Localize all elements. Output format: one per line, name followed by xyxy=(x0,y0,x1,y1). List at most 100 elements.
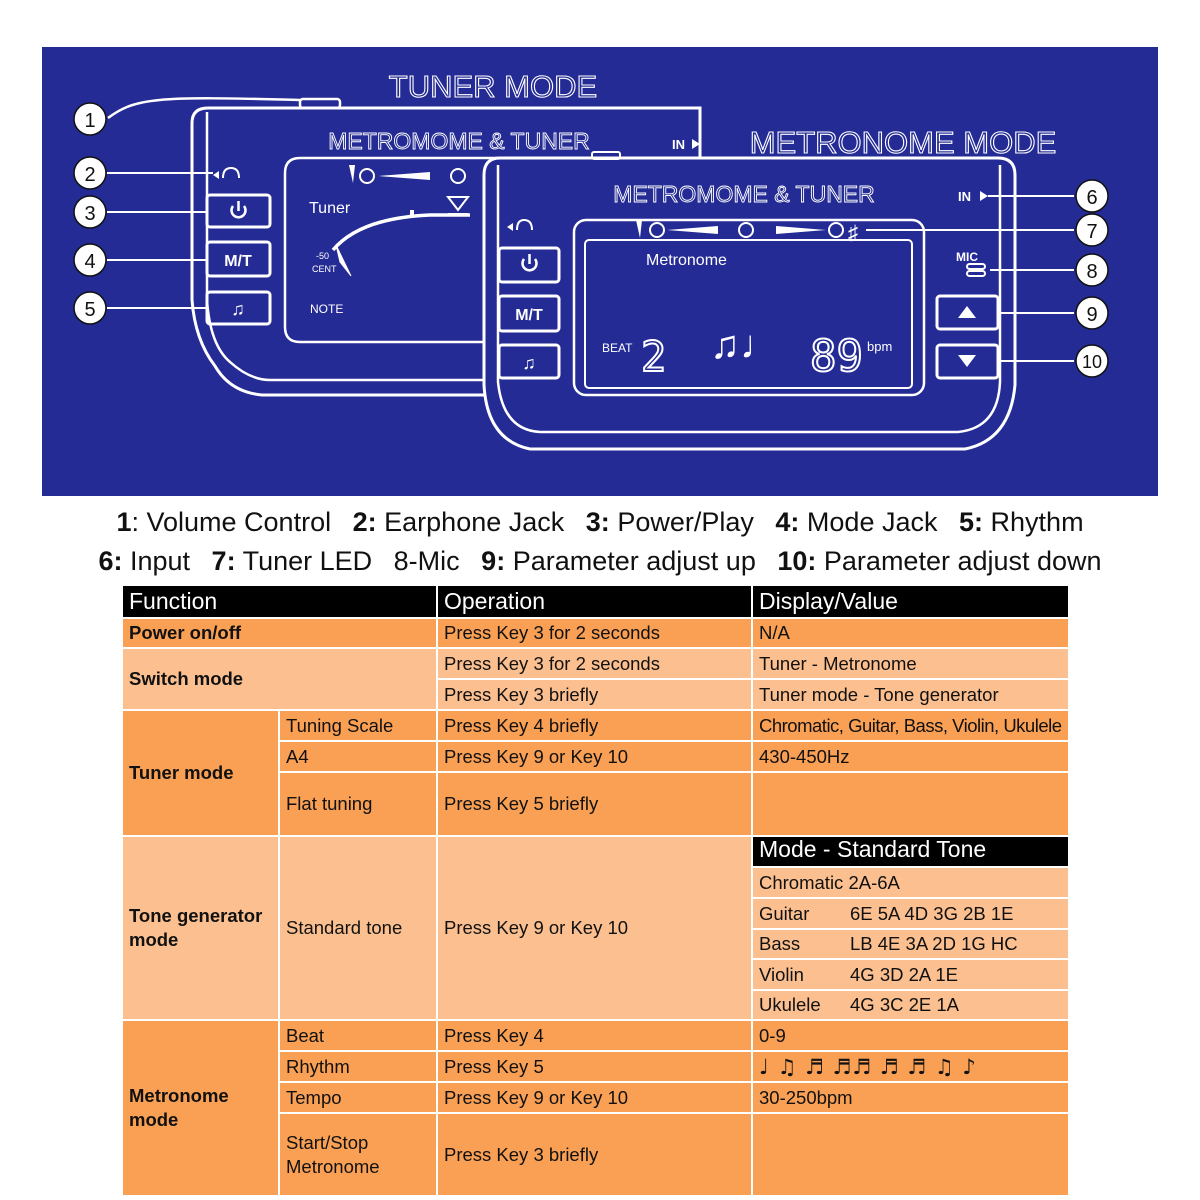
metronome-mode-button-label: M/T xyxy=(515,307,543,324)
tuner-operation-2: Press Key 9 or Key 10 xyxy=(438,742,753,773)
metronome-device-inner-edge xyxy=(496,165,1002,434)
tuner-device: METROMOME & TUNER IN M/T ♫ Tuner -50 xyxy=(107,97,702,397)
tempo-unit: bpm xyxy=(867,339,892,354)
switch-value-1: Tuner - Metronome xyxy=(753,649,1070,680)
metronome-volume-wheel xyxy=(591,151,621,160)
power-operation: Press Key 3 for 2 seconds xyxy=(438,619,753,649)
header-function: Function xyxy=(123,586,438,619)
metronome-power-button[interactable] xyxy=(497,246,561,284)
metronome-brand-label: METROMOME & TUNER xyxy=(613,181,875,207)
tone-subheader: Mode - Standard Tone xyxy=(753,837,1068,866)
tuner-note-label: NOTE xyxy=(310,302,343,316)
metronome-input-arrow xyxy=(980,191,988,201)
volume-leader-line xyxy=(107,97,301,120)
metronome-param-2: Rhythm xyxy=(280,1052,438,1083)
legend-item: 10: Parameter adjust down xyxy=(777,546,1102,576)
callout-3: 3 xyxy=(73,195,107,229)
tuner-device-inner-edge xyxy=(205,112,700,382)
tuner-operation-3: Press Key 5 briefly xyxy=(438,773,753,837)
tone-row-chromatic: Chromatic 2A-6A xyxy=(753,868,1070,899)
legend-item: 8-Mic xyxy=(393,546,460,576)
metronome-earphone-icon xyxy=(507,218,533,231)
callout-5-number: 5 xyxy=(84,299,95,321)
metronome-param-4: Start/Stop Metronome xyxy=(280,1114,438,1197)
tuner-param-1: Tuning Scale xyxy=(280,711,438,742)
tuner-value-1: Chromatic, Guitar, Bass, Violin, Ukulele xyxy=(753,711,1070,742)
tuner-power-icon xyxy=(230,201,247,219)
header-display-value: Display/Value xyxy=(753,586,1070,619)
tuner-screen xyxy=(283,156,702,344)
callout-3-number: 3 xyxy=(84,203,95,225)
beat-value: 2 xyxy=(641,332,666,381)
callouts xyxy=(107,172,1074,362)
legend-line-1: 1: Volume Control 2: Earphone Jack 3: Po… xyxy=(0,507,1200,538)
tuner-scale-tick xyxy=(410,210,414,217)
tuner-rhythm-icon: ♫ xyxy=(231,299,245,319)
switch-function: Switch mode xyxy=(123,649,438,711)
tuner-led-strip xyxy=(349,165,466,184)
metronome-operation-1: Press Key 4 xyxy=(438,1021,753,1052)
tuner-input-arrow xyxy=(692,139,700,149)
tone-operation: Press Key 9 or Key 10 xyxy=(438,837,753,1021)
metronome-screen-label: Metronome xyxy=(646,252,727,269)
metronome-lcd xyxy=(584,239,913,389)
metronome-value-1: 0-9 xyxy=(753,1021,1070,1052)
metronome-param-1: Beat xyxy=(280,1021,438,1052)
down-arrow-icon xyxy=(958,355,976,367)
tuner-value-3 xyxy=(753,773,1070,837)
metronome-value-2-rhythm-icons: ♩ ♫ ♬ ♬♬ ♬ ♬ ♫ ♪ xyxy=(753,1052,1070,1083)
sharp-icon: ♯ xyxy=(848,222,858,244)
callout-10: 10 xyxy=(1075,344,1109,378)
legend-item: 9: Parameter adjust up xyxy=(481,546,756,576)
legend-item: 2: Earphone Jack xyxy=(352,507,565,537)
tone-function: Tone generator mode xyxy=(123,837,280,1021)
up-arrow-icon xyxy=(958,306,976,318)
metronome-led-strip xyxy=(636,220,844,238)
callout-7: 7 xyxy=(1075,213,1109,247)
metronome-operation-2: Press Key 5 xyxy=(438,1052,753,1083)
mic-label: MIC xyxy=(956,250,978,264)
function-table: Function Operation Display/Value Power o… xyxy=(123,586,1070,1197)
metronome-operation-4: Press Key 3 briefly xyxy=(438,1114,753,1197)
legend-item: 4: Mode Jack xyxy=(775,507,938,537)
metronome-value-4 xyxy=(753,1114,1070,1197)
metronome-mode-title: METRONOME MODE xyxy=(750,125,1057,160)
callout-4: 4 xyxy=(73,243,107,277)
metronome-device: METROMOME & TUNER IN M/T ♫ ♯ Metronome B… xyxy=(482,151,1017,451)
metronome-input-label: IN xyxy=(958,189,971,204)
tuner-mode-button-label: M/T xyxy=(224,253,252,270)
header-operation: Operation xyxy=(438,586,753,619)
tuner-cent-value: -50 xyxy=(316,251,329,261)
callout-8-number: 8 xyxy=(1086,261,1097,283)
tone-param: Standard tone xyxy=(280,837,438,1021)
metronome-function: Metronome mode xyxy=(123,1021,280,1197)
metronome-value-3: 30-250bpm xyxy=(753,1083,1070,1114)
tuner-needle-marker xyxy=(445,196,471,212)
callout-5: 5 xyxy=(73,291,107,325)
legend-item: 7: Tuner LED xyxy=(211,546,373,576)
callout-6-number: 6 xyxy=(1086,187,1097,209)
callout-4-number: 4 xyxy=(84,251,95,273)
switch-operation-2: Press Key 3 briefly xyxy=(438,680,753,711)
metronome-rhythm-icon: ♫ xyxy=(522,353,536,373)
metronome-mode-button[interactable] xyxy=(497,294,561,333)
callout-2-number: 2 xyxy=(84,164,95,186)
tuner-param-3: Flat tuning xyxy=(280,773,438,837)
callout-7-number: 7 xyxy=(1086,221,1097,243)
metronome-param-3: Tempo xyxy=(280,1083,438,1114)
callout-6: 6 xyxy=(1075,179,1109,213)
callout-9-number: 9 xyxy=(1086,304,1097,326)
mic-icon xyxy=(966,263,986,277)
legend-item: 5: Rhythm xyxy=(959,507,1084,537)
callout-1: 1 xyxy=(73,102,107,136)
metronome-rhythm-button[interactable] xyxy=(497,343,561,380)
tuner-mode-title: TUNER MODE xyxy=(389,69,597,104)
switch-operation-1: Press Key 3 for 2 seconds xyxy=(438,649,753,680)
callout-10-number: 10 xyxy=(1082,352,1102,372)
callout-2: 2 xyxy=(73,156,107,190)
tuner-scale-arc xyxy=(331,213,470,252)
